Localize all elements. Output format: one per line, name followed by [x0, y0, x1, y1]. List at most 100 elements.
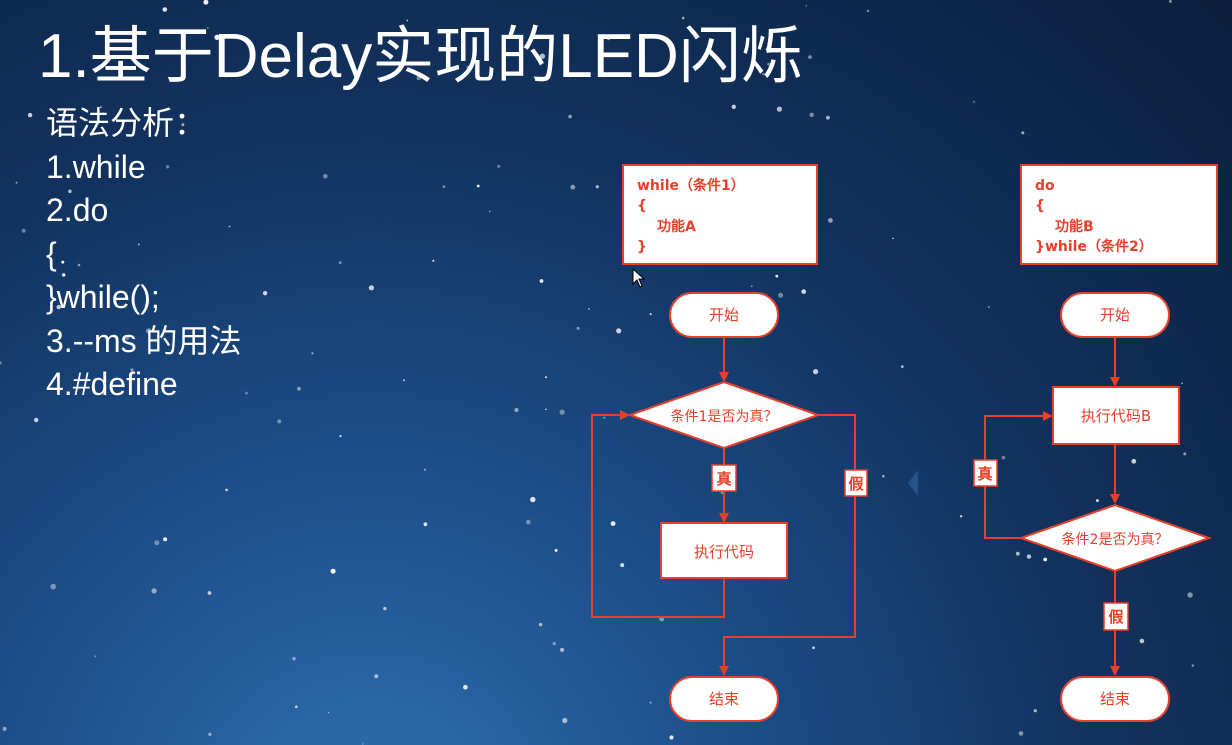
star [1021, 131, 1025, 135]
dowhile-action-node [1052, 386, 1180, 445]
star [295, 705, 298, 709]
star [339, 435, 342, 438]
dowhile-code-line: do [1035, 178, 1055, 194]
star [228, 225, 231, 228]
star [225, 488, 228, 492]
syntax-list: 语法分析： 1.while 2.do { }while(); 3.--ms 的用… [46, 102, 242, 407]
star [649, 313, 652, 316]
star [68, 189, 72, 194]
star [327, 711, 330, 714]
star [163, 537, 168, 542]
star [162, 7, 168, 12]
star [0, 361, 2, 365]
star [489, 210, 491, 213]
star [203, 0, 209, 5]
star [828, 218, 833, 223]
star [559, 409, 565, 415]
star [1191, 664, 1195, 667]
star [245, 391, 248, 395]
star [130, 368, 134, 372]
star [424, 468, 427, 471]
star [1183, 452, 1187, 456]
star [423, 522, 428, 527]
while-code-line: { [637, 198, 647, 214]
syntax-item-do: 2.do [46, 192, 109, 228]
star [514, 407, 519, 413]
star [808, 55, 812, 59]
star [778, 292, 784, 298]
star [406, 19, 409, 22]
dowhile-code-line: { [1035, 198, 1045, 214]
star [901, 365, 904, 368]
star [570, 184, 576, 190]
mouse-pointer-icon [632, 268, 646, 288]
star [539, 53, 546, 59]
star [277, 419, 282, 424]
star [466, 65, 471, 70]
star [94, 655, 97, 658]
star [362, 743, 364, 745]
star [77, 263, 81, 267]
dowhile-arrow-true-b [984, 411, 1053, 460]
while-code-line: } [637, 239, 647, 255]
star [1001, 455, 1006, 460]
star [50, 583, 56, 590]
star [805, 5, 808, 7]
star [208, 732, 212, 736]
star [154, 540, 160, 546]
star [607, 37, 610, 41]
dowhile-false-badge [1103, 602, 1129, 631]
dowhile-condition-label: 条件2是否为真？ [1062, 531, 1169, 548]
syntax-item-close-while: }while(); [46, 279, 160, 315]
decorative-triangle [908, 470, 918, 496]
star [545, 408, 547, 411]
star [1181, 382, 1183, 385]
star [207, 591, 212, 595]
star [151, 588, 157, 594]
while-arrow-false-a [818, 414, 856, 470]
while-action-label: 执行代码 [694, 543, 754, 561]
while-condition-label: 条件1是否为真？ [671, 408, 778, 425]
star [2, 726, 7, 731]
star [476, 184, 480, 188]
while-true-label: 真 [716, 470, 731, 488]
star [338, 261, 342, 265]
star [15, 181, 18, 184]
star [562, 717, 568, 724]
syntax-item-open-brace: { [46, 235, 57, 272]
star [330, 568, 336, 574]
star [762, 73, 765, 76]
star [165, 165, 170, 169]
while-false-label: 假 [848, 475, 864, 493]
dowhile-arrow-true-a [984, 486, 1021, 539]
star [463, 684, 468, 690]
star [416, 75, 421, 81]
star [649, 701, 652, 704]
star [813, 369, 819, 375]
while-end-node [669, 676, 779, 722]
dowhile-end-label: 结束 [1100, 690, 1130, 708]
star [669, 735, 674, 740]
star [292, 657, 296, 661]
star [882, 474, 885, 478]
star [99, 106, 102, 109]
star [809, 112, 814, 118]
while-true-badge [711, 464, 737, 492]
star [959, 515, 963, 518]
star [603, 416, 606, 419]
star [775, 274, 779, 278]
star [731, 104, 736, 110]
star [61, 260, 65, 264]
star [56, 304, 61, 310]
star [588, 308, 590, 310]
star [560, 647, 565, 652]
star [1139, 638, 1145, 644]
dowhile-start-label: 开始 [1100, 306, 1130, 324]
star [826, 115, 830, 120]
while-code-box [622, 164, 818, 265]
star [620, 563, 625, 568]
star [812, 646, 815, 650]
while-start-label: 开始 [709, 306, 739, 324]
